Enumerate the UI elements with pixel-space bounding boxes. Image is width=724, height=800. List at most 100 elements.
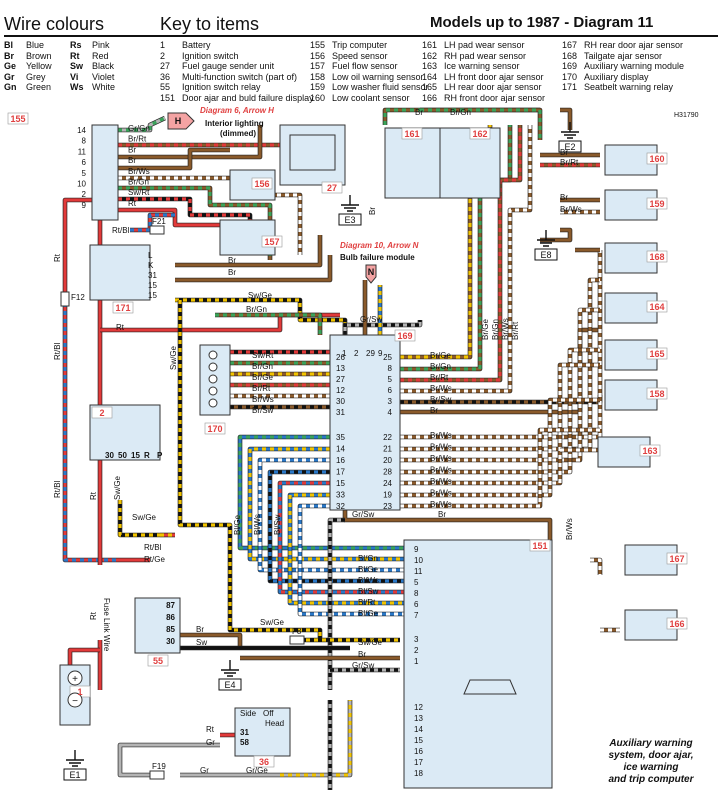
- c169-lower-left-pin: 32: [336, 502, 345, 511]
- wire-155-14-stripe: [118, 116, 166, 132]
- battery-plus-icon: [67, 670, 83, 686]
- wire-169-151-1-stripe: [248, 447, 404, 561]
- ground-e1: [66, 750, 84, 767]
- c169-left-pin: 26: [336, 353, 345, 362]
- caption-line-1: Auxiliary warning: [609, 738, 693, 749]
- c169-left-pin: 31: [336, 408, 345, 417]
- key-item-number: 155: [310, 40, 326, 50]
- ground-e2-box: [558, 140, 582, 153]
- colour-code: Bl: [4, 40, 13, 50]
- label-brgn-171: Br/Gn: [246, 305, 267, 314]
- c151-left-pin: 7: [414, 611, 419, 620]
- ground-e3-label: E3: [344, 215, 355, 225]
- component-166-number-tag: [666, 617, 688, 630]
- colour-code: Ws: [70, 82, 84, 93]
- key-item-number: 156: [310, 50, 326, 61]
- key-item-number: 2: [160, 50, 166, 61]
- c171-pin: 31: [148, 271, 157, 280]
- c2-pin: 50: [118, 451, 127, 460]
- component-167-number: 167: [669, 554, 684, 564]
- wire-169-151-5-stripe: [288, 493, 404, 605]
- colour-code: Vi: [70, 71, 79, 82]
- c151-bottom-pin: 17: [414, 758, 423, 767]
- c151-left-wire: Bl/Gn: [358, 554, 378, 563]
- label-rtge: Rt/Ge: [144, 555, 165, 564]
- key-item-label: Low coolant sensor: [332, 92, 410, 103]
- seatbelt-relay-171: [89, 244, 151, 301]
- ground-e3-box: [338, 213, 362, 226]
- wire-171-br2: [175, 255, 332, 282]
- label-br-161: Br: [415, 108, 423, 117]
- key-item-number: 157: [310, 61, 326, 72]
- label-br-171b: Br: [228, 256, 236, 265]
- ground-e8-label: E8: [540, 250, 551, 260]
- door-ajar-display-151: [403, 539, 553, 789]
- fuse-f19-label: F19: [152, 762, 166, 771]
- key-item-label: LH pad wear sensor: [444, 40, 525, 50]
- wire-155-11: [118, 125, 262, 159]
- colour-code: Ge: [4, 61, 17, 72]
- label-rt-4: Rt: [89, 611, 98, 620]
- key-item-label: RH pad wear sensor: [444, 50, 527, 61]
- c169-lower-left-pin: 16: [336, 456, 345, 465]
- c2-pin: 30: [105, 451, 114, 460]
- key-item-label: Ignition switch: [182, 50, 239, 61]
- component-162-number: 162: [472, 129, 487, 139]
- component-2-number: 2: [99, 408, 104, 418]
- c151-bottom-pin: 14: [414, 725, 423, 734]
- key-item-number: 55: [160, 82, 171, 93]
- fuse-f21-label: F21: [152, 217, 166, 226]
- reference-code: H31790: [674, 112, 699, 119]
- wire-169-low-5-stripe: [400, 398, 600, 497]
- key-item-label: Trip computer: [332, 40, 388, 50]
- c151-left-pin: 6: [414, 600, 419, 609]
- c169-lower-right-wire: Br/Ws: [430, 489, 452, 498]
- bulb-icon: [208, 350, 218, 360]
- label-grsw-mid: Gr/Sw: [352, 510, 374, 519]
- component-166-number: 166: [669, 619, 684, 629]
- models-title: Models up to 1987 - Diagram 11: [430, 14, 654, 31]
- c169-top-pin: 9: [378, 349, 383, 358]
- c151-left-wire: Bl/Ws: [358, 576, 379, 585]
- label-br-151: Br: [358, 650, 366, 659]
- c169-right-wire: Br/Ws: [430, 384, 452, 393]
- wire-br-151: [343, 510, 552, 540]
- label-blws-v: Bl/Ws: [253, 514, 262, 535]
- c151-left-wire: Bl/Ge: [358, 565, 379, 574]
- wire-169-151-0-stripe: [238, 435, 404, 550]
- key-item-label: Tailgate ajar sensor: [584, 50, 663, 61]
- arrow-n-label: N: [368, 267, 375, 277]
- label-swge-3: Sw/Ge: [132, 513, 157, 522]
- c151-left-pin: 5: [414, 578, 419, 587]
- label-brrt-160: Br/Rt: [560, 158, 579, 167]
- c151-left-wire: Bl/Ge: [358, 609, 379, 618]
- wire-swge-2-stripe: [118, 500, 160, 537]
- label-br-mid: Br: [438, 510, 446, 519]
- label-br-160: Br: [560, 148, 568, 157]
- component-171-number-tag: [112, 301, 134, 314]
- colour-name: Green: [26, 82, 52, 93]
- label-rt-3: Rt: [89, 491, 98, 500]
- ignition-switch-relay-55: [134, 597, 181, 654]
- ref-interior-dimmed: (dimmed): [220, 129, 256, 138]
- c155-pin: 8: [82, 137, 87, 146]
- c151-bottom-pin: 15: [414, 736, 423, 745]
- key-item-number: 163: [422, 61, 438, 72]
- wire-55-br: [160, 633, 242, 650]
- c155-pin: 14: [77, 126, 86, 135]
- c169-lower-right-pin: 24: [383, 479, 392, 488]
- label-blsw-v: Bl/Sw: [273, 514, 282, 535]
- c169-left-pin: 12: [336, 386, 345, 395]
- c171-pin: 15: [148, 291, 157, 300]
- label-brws-v: Br/Ws: [501, 318, 510, 340]
